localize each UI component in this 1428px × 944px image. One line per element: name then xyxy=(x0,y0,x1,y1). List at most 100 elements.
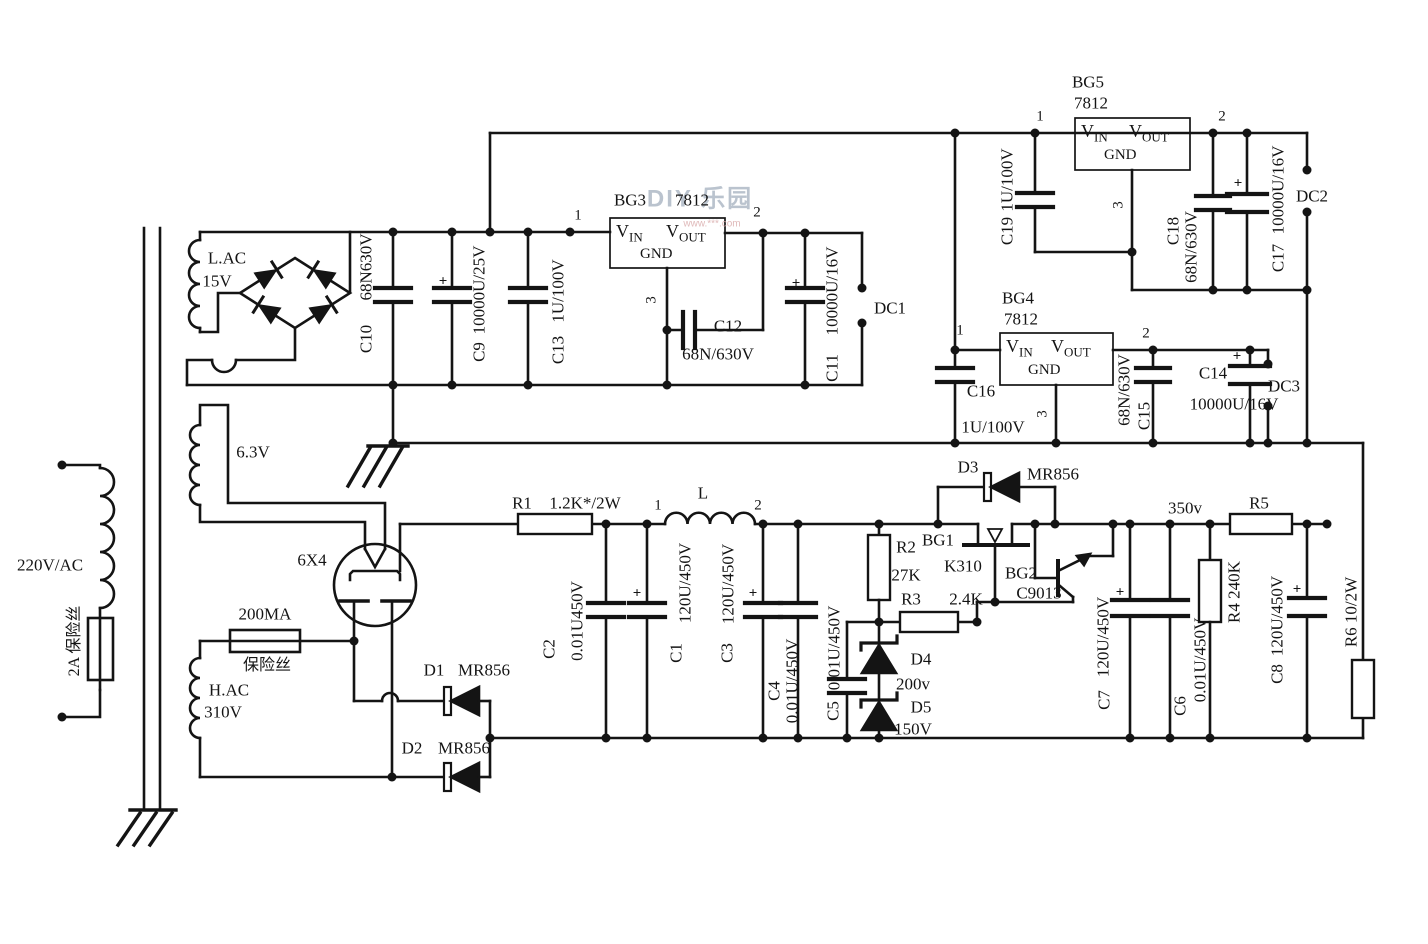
label-6-3v-48: 6.3V xyxy=(236,442,270,462)
label-bg5-0: BG5 xyxy=(1071,72,1105,92)
ground-icon xyxy=(345,444,410,489)
label-1u-100v-30: 1U/100V xyxy=(961,417,1025,437)
label-d3-79: D3 xyxy=(957,457,979,477)
label-c11-20: C11 xyxy=(822,354,842,382)
label-c19-6: C19 xyxy=(997,216,1017,246)
label-1-2k-2w-59: 1.2K*/2W xyxy=(549,493,621,513)
cap-c2-icon xyxy=(585,522,627,740)
label-c15-32: C15 xyxy=(1134,401,1154,431)
label-200ma-50: 200MA xyxy=(238,604,292,624)
junction-dots xyxy=(57,128,1332,782)
label-68n-630v-19: 68N/630V xyxy=(682,344,754,364)
label-h-ac-52: H.AC xyxy=(208,680,250,700)
bg3-vout-pin: VOUT xyxy=(666,221,706,245)
label-220v-ac-46: 220V/AC xyxy=(16,555,84,575)
bg3-vin-pin: VIN xyxy=(616,221,643,245)
label-120u-450v-69: 120U/450V xyxy=(718,543,738,625)
bg3-gnd-pin: GND xyxy=(640,246,673,262)
label--91: + xyxy=(1115,584,1125,601)
transistor-bg2-icon xyxy=(1033,522,1115,604)
label-27k-76: 27K xyxy=(891,565,921,585)
diode-d3-icon xyxy=(936,470,1057,526)
bg3-wiring xyxy=(665,231,864,387)
label-c7-89: C7 xyxy=(1094,690,1114,710)
label-d2-56: D2 xyxy=(401,738,423,758)
bus-wires xyxy=(185,131,1365,740)
label-120u-450v-66: 120U/450V xyxy=(675,542,695,624)
label-dc3-36: DC3 xyxy=(1267,376,1301,396)
cap-c4-icon xyxy=(777,522,819,740)
label-c6-92: C6 xyxy=(1170,696,1190,716)
label-c14-33: C14 xyxy=(1198,363,1228,383)
label-bg1-81: BG1 xyxy=(921,530,955,550)
label-150v-88: 150V xyxy=(894,719,932,739)
label-2-27: 2 xyxy=(1142,325,1150,342)
resistor-r4-icon xyxy=(1197,522,1223,740)
label-c4-71: C4 xyxy=(764,681,784,701)
label-dc1-23: DC1 xyxy=(873,298,907,318)
label-2-4k-78: 2.4K xyxy=(949,589,983,609)
label-d1-54: D1 xyxy=(423,660,445,680)
diode-d1-icon xyxy=(442,684,492,718)
label-r4-240k-94: R4 240K xyxy=(1224,561,1244,623)
label-200v-86: 200v xyxy=(896,674,930,694)
cap-c1-icon xyxy=(626,522,668,740)
label--35: + xyxy=(1232,348,1242,365)
label-3-4: 3 xyxy=(1110,201,1127,209)
label-k310-82: K310 xyxy=(944,556,982,576)
label-2-62: 2 xyxy=(754,497,762,514)
label-c3-68: C3 xyxy=(717,643,737,663)
label-6x4-49: 6X4 xyxy=(297,550,327,570)
primary-winding-icon xyxy=(60,463,116,719)
label--67: + xyxy=(632,585,642,602)
cap-c13-icon xyxy=(507,230,549,387)
label-350v-95: 350v xyxy=(1168,498,1202,518)
label-2-16: 2 xyxy=(753,204,761,221)
label--43: + xyxy=(438,273,448,290)
label-7812-1: 7812 xyxy=(1074,93,1108,113)
label-d5-87: D5 xyxy=(910,697,932,717)
label-310v-53: 310V xyxy=(204,702,242,722)
label-2-3: 2 xyxy=(1218,108,1226,125)
label-mr856-80: MR856 xyxy=(1027,464,1079,484)
label-3-28: 3 xyxy=(1034,410,1051,418)
diode-d2-icon xyxy=(442,760,492,794)
resistor-r1-icon xyxy=(516,512,594,536)
label-r6-10-2w-100: R6 10/2W xyxy=(1341,576,1361,648)
bg5-vin-pin: VIN xyxy=(1081,121,1108,145)
label--22: + xyxy=(791,275,801,292)
zener-d4-icon xyxy=(859,620,899,702)
label-r2-75: R2 xyxy=(896,537,916,557)
cap-c7-icon xyxy=(1109,522,1151,740)
label-c9-41: C9 xyxy=(469,342,489,362)
label-c13-44: C13 xyxy=(548,335,568,365)
label-c2-63: C2 xyxy=(539,639,559,659)
bridge-rectifier-icon xyxy=(185,230,353,387)
cap-c6-icon xyxy=(1149,522,1191,740)
bg5-vout-pin: VOUT xyxy=(1129,121,1169,145)
label--99: + xyxy=(1292,581,1302,598)
label-r1-58: R1 xyxy=(512,493,532,513)
bg4-wiring xyxy=(934,131,1273,445)
label-1-26: 1 xyxy=(956,322,964,339)
label-c9013-84: C9013 xyxy=(1016,583,1062,603)
label-r3-77: R3 xyxy=(901,589,921,609)
label-15v-38: 15V xyxy=(202,271,232,291)
tube-6x4-icon xyxy=(198,403,446,779)
zener-d5-icon xyxy=(859,691,899,740)
label-68n630v-40: 68N630V xyxy=(356,233,376,301)
label-1u-100v-7: 1U/100V xyxy=(997,148,1017,212)
label-c10-39: C10 xyxy=(356,324,376,354)
label-c12-18: C12 xyxy=(713,316,743,336)
heater-winding-icon xyxy=(188,423,202,507)
bg5-gnd-pin: GND xyxy=(1104,147,1137,163)
label-d4-85: D4 xyxy=(910,649,932,669)
label-bg3-13: BG3 xyxy=(613,190,647,210)
label-c16-29: C16 xyxy=(966,381,996,401)
bg5-wiring xyxy=(1014,131,1309,445)
label-7812-14: 7812 xyxy=(675,190,709,210)
label-1u-100v-45: 1U/100V xyxy=(548,259,568,323)
label-2a-47: 2A 保险丝 xyxy=(66,605,83,677)
